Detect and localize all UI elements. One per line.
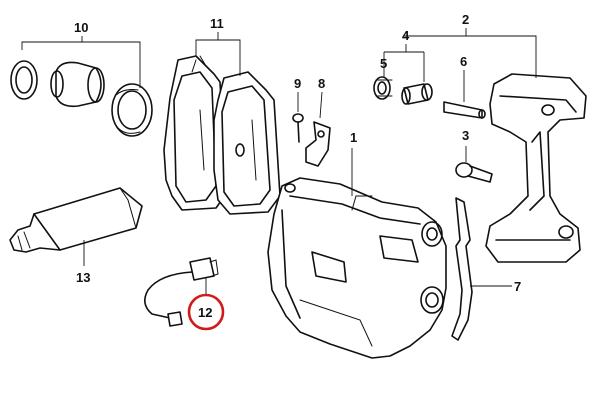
seal-ring <box>10 60 38 100</box>
callout-1: 1 <box>350 130 357 145</box>
guide-boot-5 <box>373 76 391 100</box>
guide-pin-6 <box>443 101 483 119</box>
sensor-tip <box>167 311 183 327</box>
part-7-spring-clip <box>451 197 512 341</box>
callout-7: 7 <box>514 279 521 294</box>
callout-12: 12 <box>198 305 212 320</box>
callout-10: 10 <box>74 20 88 35</box>
part-9-8-bolt-and-bracket <box>292 91 331 167</box>
callout-4: 4 <box>402 28 410 43</box>
bracket-8 <box>305 121 331 167</box>
part-12-wear-sensor <box>144 257 219 327</box>
part-11-brake-pads <box>163 32 281 215</box>
part-2-caliper-carrier <box>404 28 587 263</box>
parts-4-5-6-guide-components <box>373 44 486 119</box>
sensor-wire <box>144 271 193 319</box>
part-3-bolt <box>455 146 493 183</box>
spring-clip <box>451 197 473 341</box>
part-10-piston-seal-group <box>10 36 153 137</box>
bolt-head <box>455 162 473 178</box>
dust-boot <box>111 83 153 137</box>
carrier-body <box>485 73 587 263</box>
piston <box>55 61 102 108</box>
callout-11: 11 <box>210 16 224 31</box>
bushing <box>403 83 429 105</box>
callout-2: 2 <box>462 12 469 27</box>
callout-numbers: 1 2 3 4 5 6 7 8 9 10 11 12 13 <box>74 12 521 320</box>
bolt-9 <box>292 113 304 123</box>
callout-8: 8 <box>318 76 325 91</box>
callout-3: 3 <box>462 128 469 143</box>
sensor-plug <box>189 257 215 281</box>
brake-pad-2 <box>213 71 281 215</box>
part-1-caliper-housing <box>267 148 447 359</box>
brake-pad-1 <box>163 55 227 211</box>
grease-tube <box>33 187 143 251</box>
callout-5: 5 <box>380 56 387 71</box>
highlight-circle-12 <box>187 293 225 331</box>
callout-13: 13 <box>76 270 90 285</box>
caliper-body <box>267 177 447 359</box>
callout-6: 6 <box>460 54 467 69</box>
part-13-grease-tube <box>9 187 143 266</box>
callout-9: 9 <box>294 76 301 91</box>
